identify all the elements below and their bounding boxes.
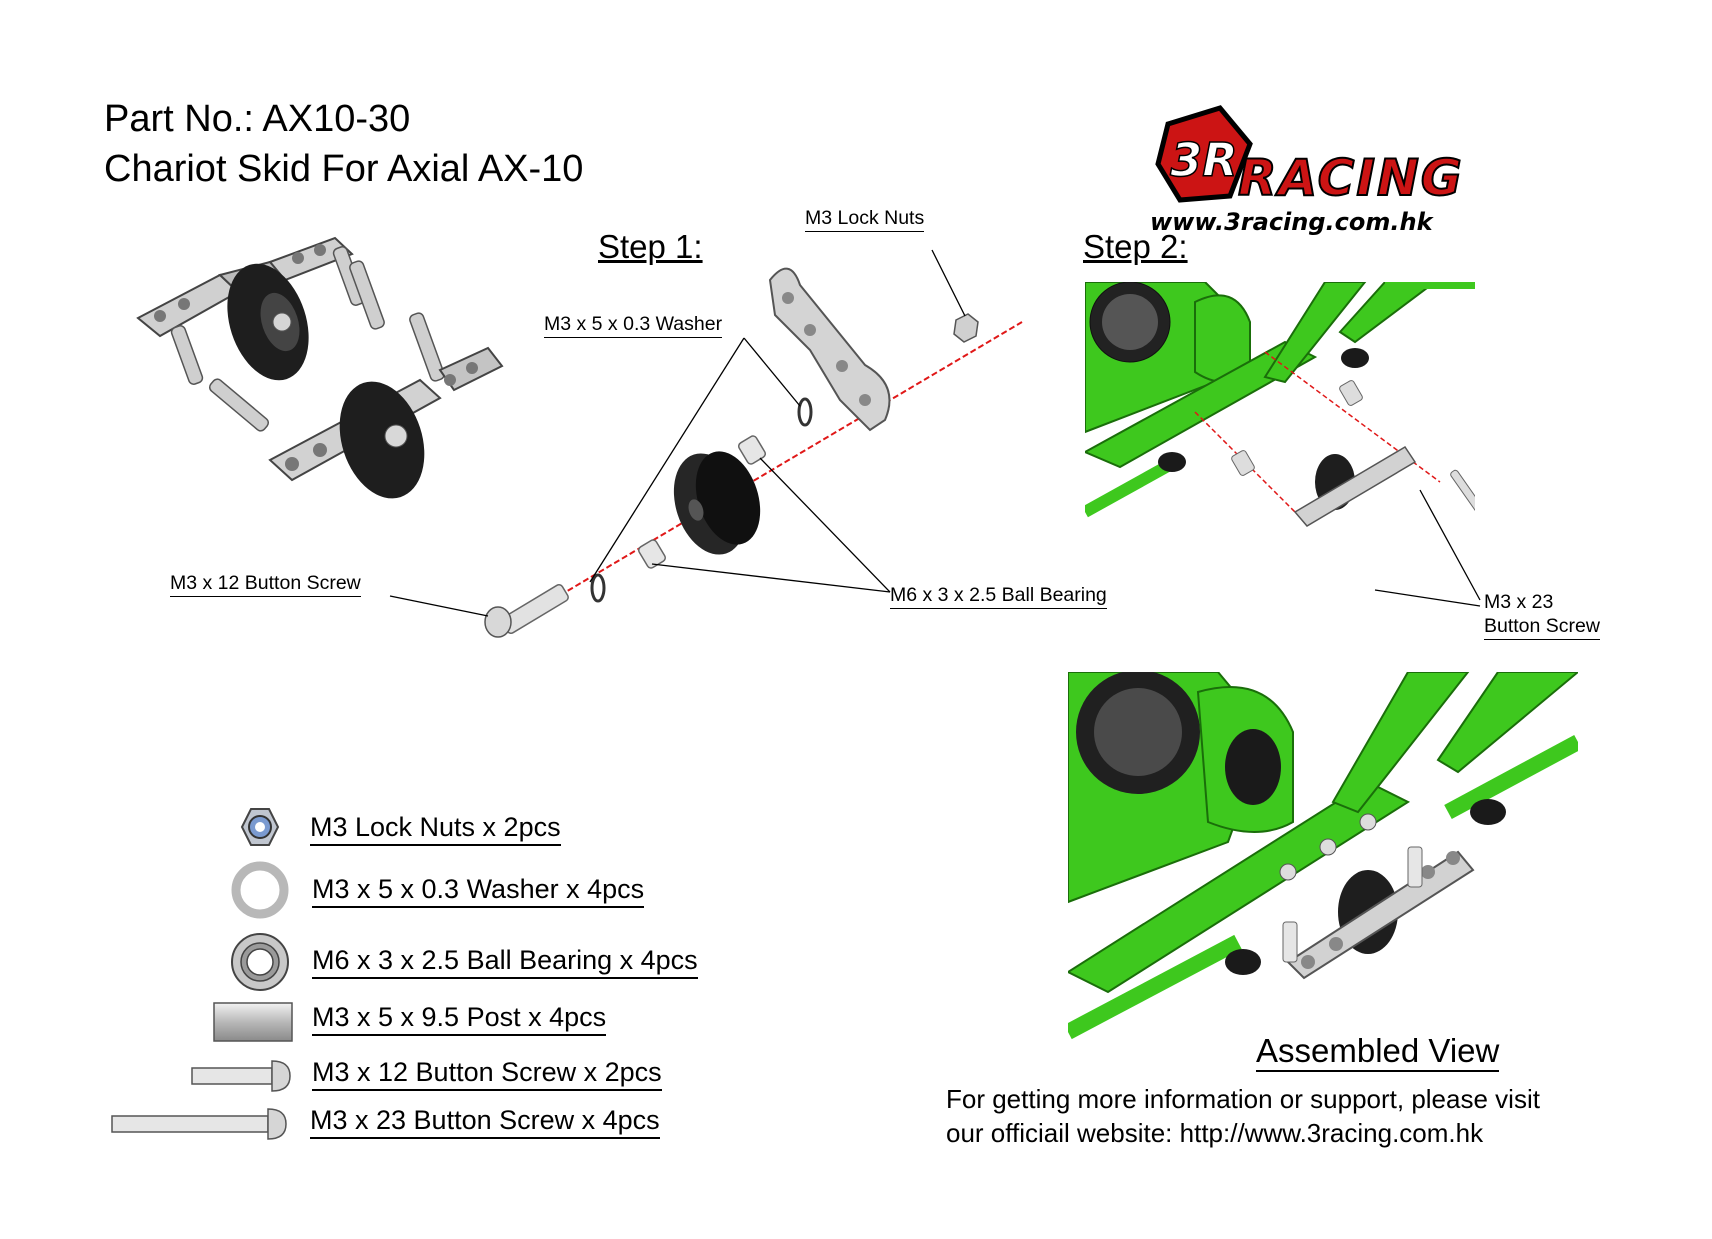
post-icon — [213, 1002, 293, 1042]
washer-2-icon — [797, 397, 813, 427]
parts-list-item-washer: M3 x 5 x 0.3 Washer x 4pcs — [312, 872, 645, 908]
callout-button-screw: M3 x 12 Button Screw — [170, 571, 361, 597]
washer-1-icon — [590, 573, 606, 603]
logo-wordmark: RACING — [1237, 148, 1464, 208]
parts-list-item-ball-bearing: M6 x 3 x 2.5 Ball Bearing x 4pcs — [312, 943, 698, 979]
logo-mark-icon: 3R — [1155, 105, 1253, 203]
callout-m3x23-line1: M3 x 23 — [1484, 591, 1554, 613]
callout-washer: M3 x 5 x 0.3 Washer — [544, 312, 723, 338]
callout-lock-nuts: M3 Lock Nuts — [805, 206, 925, 232]
step1-leader-lines — [389, 249, 966, 617]
m3x12-button-screw-icon — [484, 583, 569, 638]
parts-list: M3 Lock Nuts x 2pcs M3 x 5 x 0.3 Washer … — [100, 800, 820, 1150]
parts-list-item-short-screw: M3 x 12 Button Screw x 2pcs — [312, 1055, 662, 1091]
assembly-axis-line — [497, 321, 1023, 633]
skid-bracket-icon — [768, 267, 891, 432]
step2-heading: Step 2: — [1083, 228, 1188, 265]
assembled-view-label: Assembled View — [1256, 1032, 1500, 1072]
step2-chassis-view — [1085, 282, 1475, 528]
brand-logo: 3R RACING www.3racing.com.hk — [1150, 104, 1570, 239]
step1-exploded-view — [389, 249, 1023, 638]
parts-list-item-long-screw: M3 x 23 Button Screw x 4pcs — [310, 1103, 660, 1139]
support-info-line1: For getting more information or support,… — [946, 1084, 1540, 1114]
part-number: Part No.: AX10-30 — [104, 98, 411, 140]
step1-heading: Step 1: — [598, 228, 703, 265]
skid-wheel-icon — [673, 451, 761, 555]
parts-list-item-lock-nuts: M3 Lock Nuts x 2pcs — [310, 810, 561, 846]
step2-leader-lines — [1374, 489, 1481, 607]
lock-nut-icon — [240, 808, 280, 846]
parts-list-item-post: M3 x 5 x 9.5 Post x 4pcs — [312, 1000, 607, 1036]
skid-assembly-illustration — [136, 236, 504, 499]
lower-wheel-icon — [339, 381, 425, 499]
assembled-view-image — [1068, 672, 1578, 1040]
long-screw-icon — [111, 1108, 287, 1140]
ball-bearing-icon — [231, 933, 289, 991]
washer-icon — [231, 861, 289, 919]
logo-mark-text: 3R — [1170, 133, 1237, 187]
callout-ball-bearing: M6 x 3 x 2.5 Ball Bearing — [890, 583, 1107, 609]
logo-url: www.3racing.com.hk — [1150, 208, 1433, 236]
short-screw-icon — [191, 1060, 291, 1092]
callout-m3x23-line2: Button Screw — [1484, 614, 1600, 640]
ball-bearing-2-icon — [737, 435, 767, 465]
product-name: Chariot Skid For Axial AX-10 — [104, 148, 584, 190]
lock-nut-exploded-icon — [953, 313, 979, 343]
support-info-line2: our officiail website: http://www.3racin… — [946, 1118, 1484, 1148]
